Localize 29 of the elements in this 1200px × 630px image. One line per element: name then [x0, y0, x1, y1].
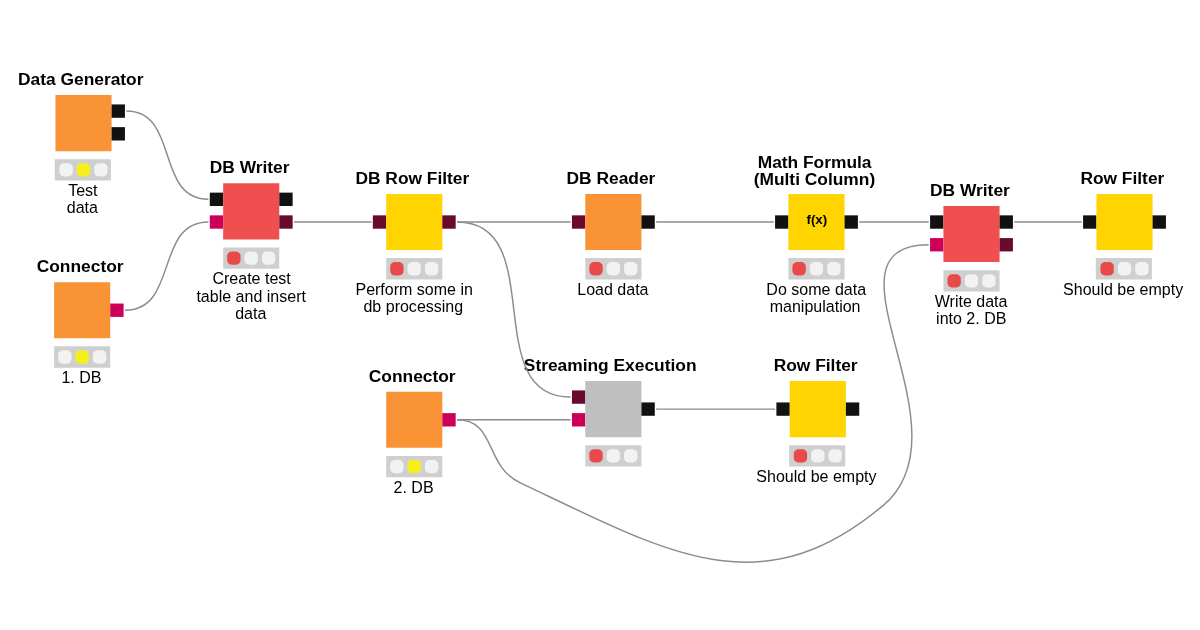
node-label: Perform some in db processing [355, 279, 473, 315]
node-label: Test data [66, 180, 98, 216]
connector [293, 220, 373, 223]
connector [655, 407, 776, 410]
node-label: DB Reader [566, 167, 656, 188]
connector [456, 243, 930, 563]
node-label: DB Writer [930, 179, 1010, 200]
node-label: Should be empty [1063, 279, 1184, 298]
node-label: Connector [36, 255, 124, 276]
connector [1013, 220, 1083, 223]
node-label: Math Formula (Multi Column) [753, 151, 876, 189]
connector [655, 220, 775, 223]
node-label: Create test table and insert data [196, 268, 306, 322]
node-label: Connector [368, 365, 456, 386]
node-label: Streaming Execution [523, 354, 697, 375]
node-label: Row Filter [1080, 167, 1165, 188]
node-label: Write data into 2. DB [934, 291, 1008, 327]
node-label: DB Writer [209, 156, 290, 177]
node-label: Should be empty [756, 466, 877, 485]
node-label: 2. DB [393, 477, 434, 496]
connector [456, 418, 572, 421]
node-label: DB Row Filter [355, 167, 470, 188]
connector [456, 220, 572, 398]
node-label: Data Generator [18, 68, 144, 89]
connector [858, 220, 930, 223]
node-label: Do some data manipulation [766, 279, 867, 315]
node-label: Load data [577, 279, 649, 298]
node-label: Row Filter [773, 354, 858, 375]
node-label: 1. DB [61, 367, 102, 386]
